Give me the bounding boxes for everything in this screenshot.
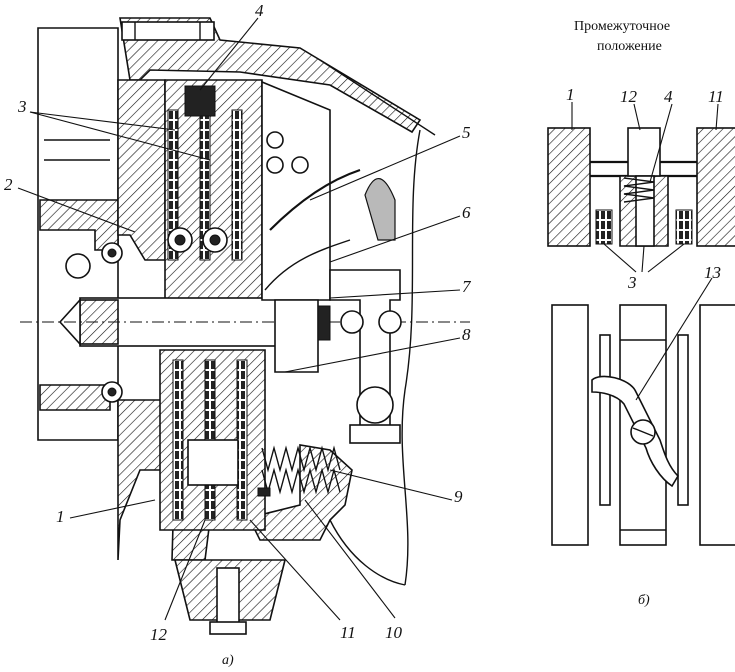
top-bolt [121, 21, 215, 41]
label-9-a: 9 [454, 487, 463, 506]
release-lever [269, 168, 361, 231]
friction-insert-left [595, 209, 613, 245]
lever-pivot-2 [266, 156, 284, 174]
upper-friction-disc-3 [231, 109, 243, 261]
fork-roller-2 [378, 310, 402, 334]
actuating-arm [364, 177, 396, 241]
label-2-a: 2 [4, 175, 13, 194]
housing-left-lower-hatch [39, 384, 111, 411]
caption-a: а) [222, 653, 234, 668]
release-bearing-housing [274, 299, 319, 373]
label-6-a: 6 [462, 203, 471, 222]
pilot-bearing [65, 253, 91, 279]
clutch-spring [261, 445, 341, 473]
figure-b-title-line1: Промежуточное [574, 19, 670, 34]
label-13-b: 13 [704, 263, 721, 282]
label-12-b: 12 [620, 87, 638, 106]
bottom-bolt [216, 567, 240, 627]
label-12-a: 12 [150, 625, 168, 644]
pin-12 [627, 127, 661, 177]
left-plate-plan [551, 304, 589, 546]
spring-4 [623, 177, 655, 203]
label-1-a: 1 [56, 507, 65, 526]
lower-friction-disc-1 [172, 359, 184, 521]
label-8-a: 8 [462, 325, 471, 344]
upper-friction-disc-1 [167, 109, 179, 261]
clutch-cover [261, 80, 331, 301]
label-5-a: 5 [462, 123, 471, 142]
transmission-casing [401, 129, 421, 586]
lever-pivot-3 [291, 156, 309, 174]
label-7-a: 7 [462, 277, 472, 296]
label-1-b: 1 [566, 85, 575, 104]
fork-roller-1 [340, 310, 364, 334]
label-3-a: 3 [17, 97, 27, 116]
left-plate-section [547, 127, 591, 247]
label-10-a: 10 [385, 623, 403, 642]
label-11-a: 11 [340, 623, 356, 642]
label-3-b: 3 [627, 273, 637, 292]
friction-insert-right [675, 209, 693, 245]
label-4-b: 4 [664, 87, 673, 106]
caption-b: б) [638, 593, 650, 608]
lever-13 [591, 375, 680, 488]
figure-b-title-line2: положение [597, 39, 662, 54]
separator-spring-block [184, 85, 216, 117]
figure-a: 4 3 2 5 6 7 8 9 1 12 11 10 а) [4, 1, 472, 668]
figure-b: Промежуточное положение 1 12 4 11 3 [547, 19, 735, 608]
label-11-b: 11 [708, 87, 724, 106]
lever-pivot-1 [266, 131, 284, 149]
flywheel-body [117, 79, 166, 261]
fork-pivot [356, 386, 394, 424]
label-4-a: 4 [255, 1, 264, 20]
right-plate-plan [699, 304, 735, 546]
right-plate-section [696, 127, 735, 247]
